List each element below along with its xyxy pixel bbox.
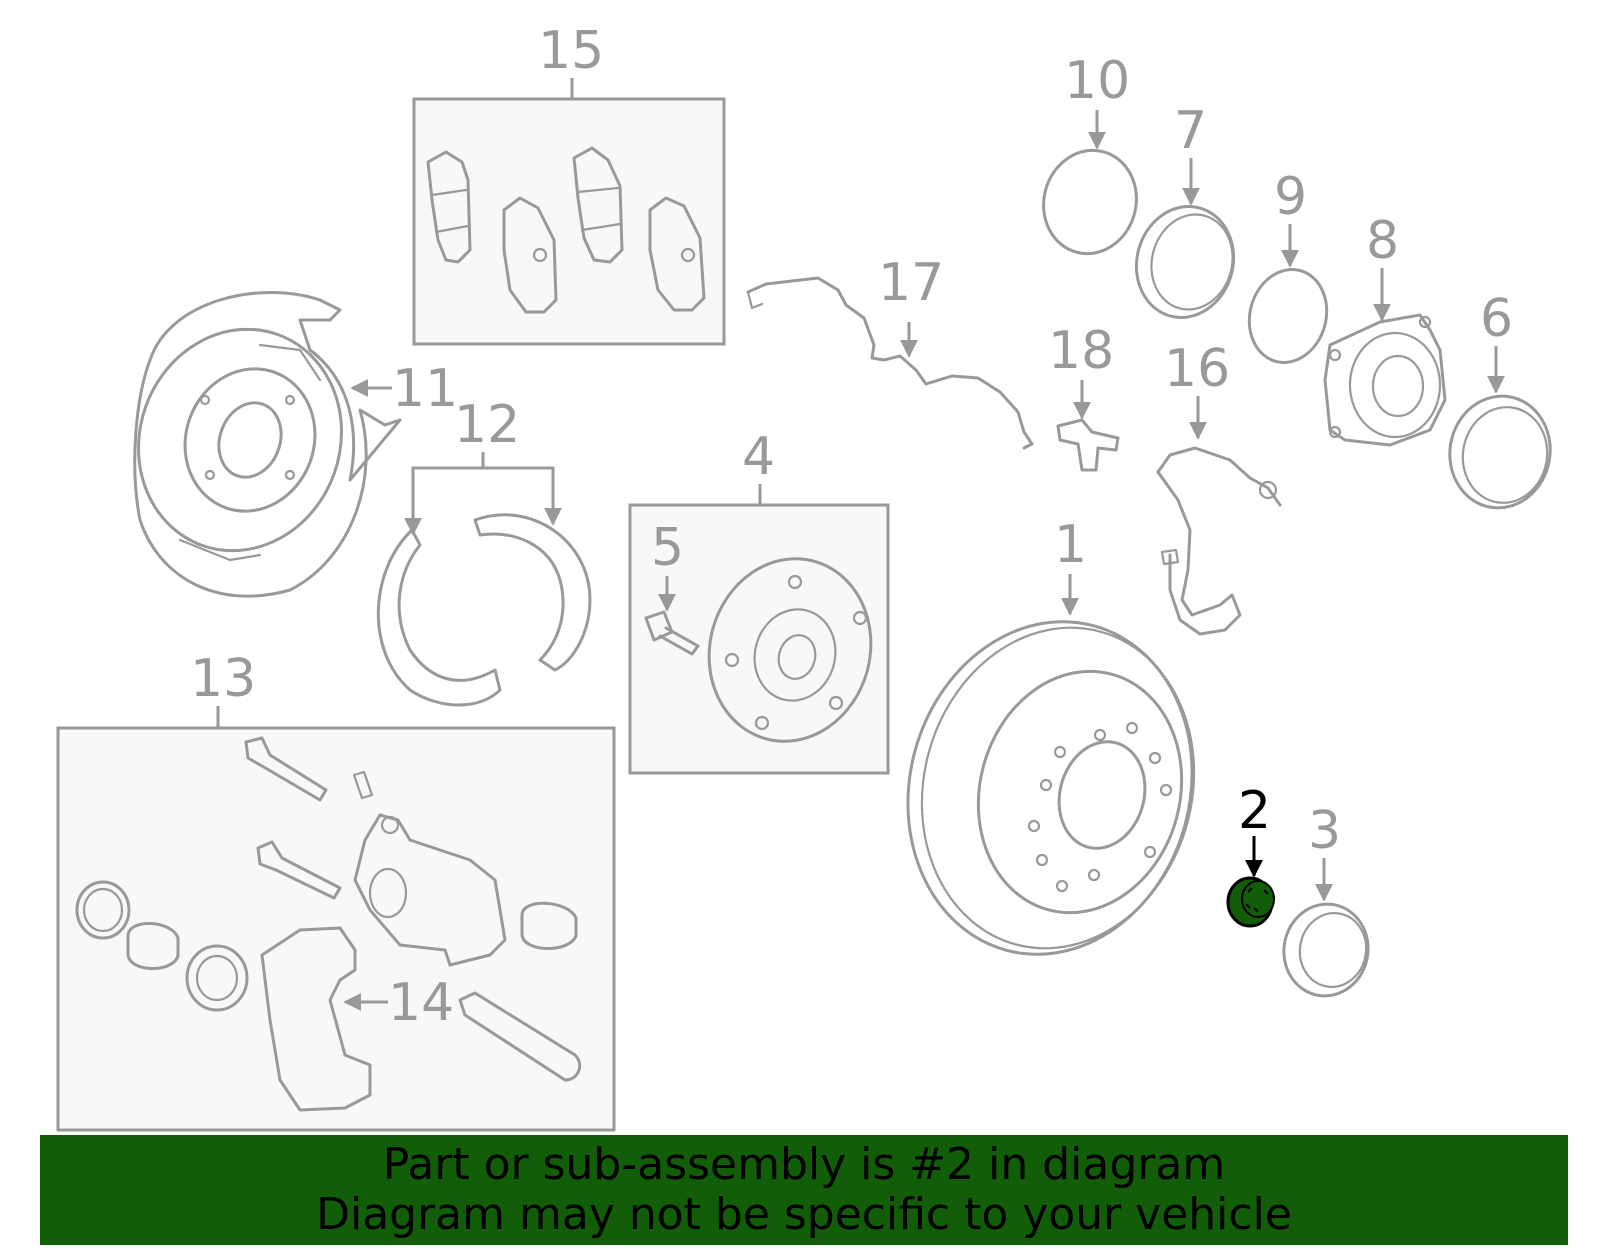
- banner-line-1: Part or sub-assembly is #2 in diagram: [382, 1139, 1226, 1190]
- brake-pad-4: [648, 196, 706, 312]
- brake-pad-1: [426, 150, 472, 264]
- hub-bolt: [644, 610, 700, 656]
- callout-3: 3: [1308, 801, 1341, 861]
- backing-plate[interactable]: [108, 291, 402, 598]
- brake-pad-3: [572, 146, 624, 264]
- callout-5: 5: [651, 518, 684, 578]
- callout-6: 6: [1480, 289, 1513, 349]
- callout-11: 11: [392, 359, 458, 419]
- hub-bearing-8[interactable]: [1323, 313, 1447, 447]
- callout-18: 18: [1048, 321, 1114, 381]
- parts-diagram: 1 2 3 4 5 6 7 8 9 10 11 12 13 14 15 16 1…: [56, 21, 1559, 1132]
- callout-9: 9: [1274, 167, 1307, 227]
- brake-rotor[interactable]: [871, 589, 1229, 986]
- hub-assembly-group[interactable]: [628, 484, 891, 775]
- guide-pins: [244, 736, 582, 1082]
- caliper-body: [353, 813, 507, 967]
- seal-6[interactable]: [1441, 388, 1559, 516]
- o-ring-10[interactable]: [1032, 140, 1148, 264]
- callout-17: 17: [878, 253, 944, 313]
- callout-8: 8: [1366, 211, 1399, 271]
- hub-nut-2-highlighted[interactable]: [1226, 876, 1275, 928]
- parking-brake-shoes[interactable]: [376, 452, 592, 707]
- grease-cap-3[interactable]: [1277, 897, 1376, 1002]
- hub-flange: [707, 557, 873, 743]
- o-ring-9[interactable]: [1239, 261, 1337, 371]
- caliper-assembly-group[interactable]: [56, 706, 616, 1132]
- banner-line-2: Diagram may not be specific to your vehi…: [316, 1189, 1292, 1240]
- abs-sensor-16[interactable]: [1156, 446, 1282, 636]
- callout-15: 15: [538, 21, 604, 81]
- callout-10: 10: [1064, 51, 1130, 111]
- callout-2: 2: [1238, 781, 1271, 841]
- callout-13: 13: [190, 649, 256, 709]
- piston-seals: [75, 880, 578, 1012]
- callout-1: 1: [1054, 515, 1087, 575]
- callout-4: 4: [742, 427, 775, 487]
- sensor-bracket-18[interactable]: [1056, 418, 1120, 472]
- bearing-7[interactable]: [1124, 195, 1246, 328]
- callout-7: 7: [1174, 101, 1207, 161]
- callout-16: 16: [1164, 339, 1230, 399]
- brake-pad-2: [502, 196, 558, 314]
- callout-14: 14: [388, 973, 454, 1033]
- info-banner: Part or sub-assembly is #2 in diagram Di…: [40, 1135, 1568, 1245]
- callout-12: 12: [454, 395, 520, 455]
- caliper-bracket: [260, 926, 372, 1112]
- brake-pad-set-group[interactable]: [412, 78, 726, 346]
